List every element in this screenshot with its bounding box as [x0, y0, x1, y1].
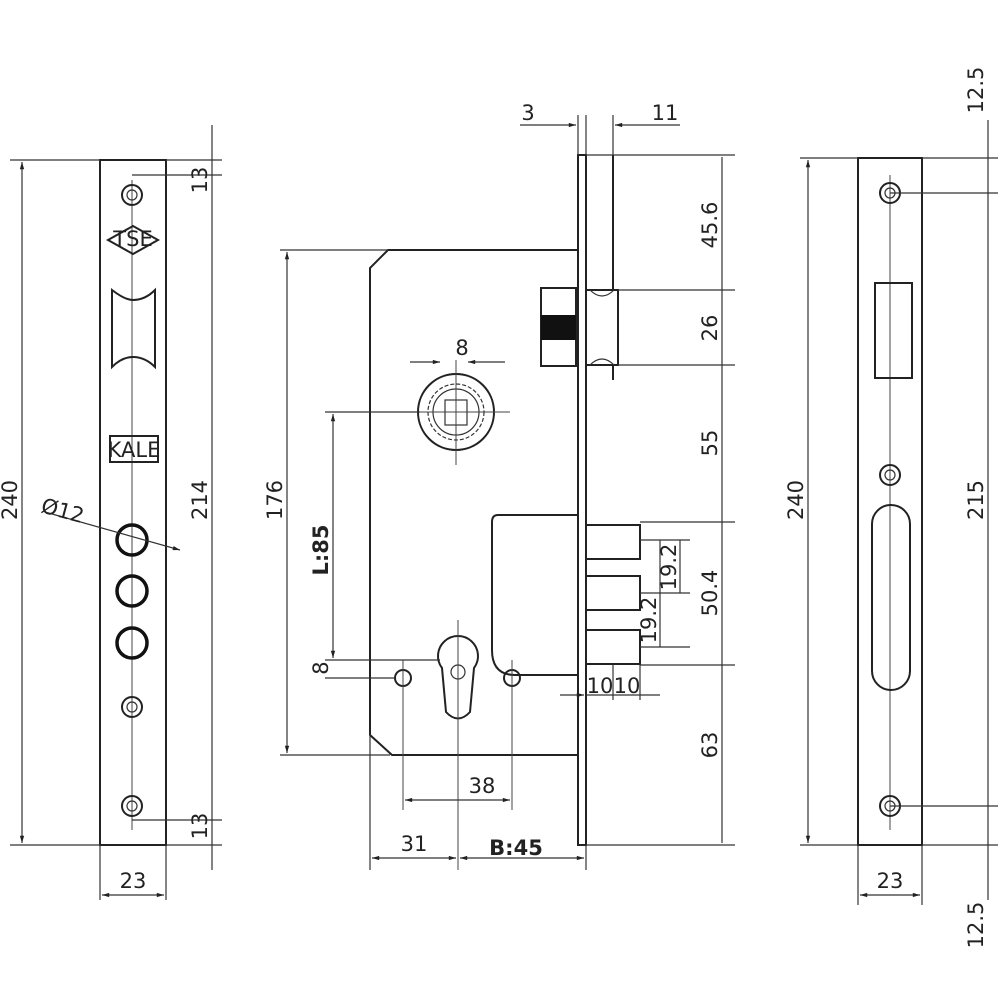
dim-bolt-pitch-1: 19.2: [657, 544, 681, 591]
bolt-opening: [871, 504, 911, 691]
latch-opening: [874, 282, 913, 379]
dim-right-screw-span: 215: [964, 480, 988, 520]
dim-faceplate-thickness: 3: [521, 101, 534, 125]
dim-left-height: 240: [0, 480, 22, 520]
dim-screw-spacing: 38: [469, 774, 496, 798]
dim-left-top-offset: 13: [188, 167, 212, 194]
dim-bolt-throw-2: 10: [614, 674, 641, 698]
dim-bolt-pitch-2: 19.2: [637, 597, 661, 644]
latch-roller: [111, 287, 156, 370]
dim-right-bottom-offset: 12.5: [964, 902, 988, 949]
dim-left-bottom-offset: 13: [188, 813, 212, 840]
deadbolt-teeth: [585, 524, 641, 665]
dim-top-to-latch: 45.6: [698, 202, 722, 249]
dim-bolt-throw-1: 10: [587, 674, 614, 698]
tse-logo: TSE: [105, 224, 161, 256]
dim-left-width: 23: [120, 869, 147, 893]
dim-bolt-height: 50.4: [698, 570, 722, 617]
kale-logo: KALE: [108, 435, 161, 463]
bolt-housing: [491, 514, 578, 676]
dim-latch-to-bolt: 55: [698, 430, 722, 457]
dim-hole-diameter: Ø12: [39, 494, 87, 528]
screw-hole-icon: [879, 464, 901, 486]
dim-case-offset: 31: [401, 832, 428, 856]
svg-text:TSE: TSE: [112, 227, 152, 251]
dim-spindle: 8: [455, 336, 468, 360]
dim-case-height: 176: [263, 480, 287, 520]
lock-body: 8 176 L:85 8 38 31 B:45 3 11 45.6 26 55 …: [263, 101, 735, 870]
dim-latch-projection: 11: [652, 101, 679, 125]
dim-backset: B:45: [489, 836, 543, 860]
dim-bolt-to-bottom: 63: [698, 732, 722, 759]
screw-hole-icon: [121, 696, 143, 718]
dim-screw-offset: 8: [309, 661, 333, 674]
dim-latch-height: 26: [698, 315, 722, 342]
screw-hole-icon: [121, 184, 143, 206]
dim-right-top-offset: 12.5: [964, 67, 988, 114]
deadlatch: [587, 289, 619, 366]
bolt-hole: [115, 626, 149, 660]
screw-hole-icon: [121, 795, 143, 817]
bolt-hole: [115, 574, 149, 608]
dim-left-screw-span: 214: [188, 480, 212, 520]
svg-text:KALE: KALE: [108, 438, 161, 462]
bolt-hole: [115, 523, 149, 557]
cylinder-keyhole: [437, 635, 479, 720]
left-faceplate: TSE KALE 240 214 13 13 23 Ø12: [0, 125, 222, 900]
dim-center-distance: L:85: [309, 524, 333, 575]
dim-right-height: 240: [784, 480, 808, 520]
strike-plate: 240 215 12.5 12.5 23: [784, 67, 998, 949]
dim-right-width: 23: [877, 869, 904, 893]
